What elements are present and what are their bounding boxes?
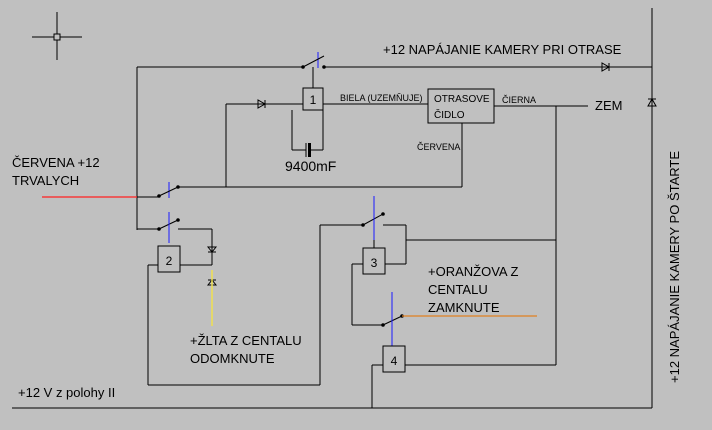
relay-3-switch (320, 196, 556, 264)
top-power-wire (136, 66, 652, 230)
relay-2-switch-top (157, 182, 462, 198)
yellow-unlock-wire (206, 246, 218, 326)
yellow-label-1: +ŽLTA Z CENTALU (190, 333, 302, 348)
relay-1: 1 (302, 87, 324, 111)
red-input-label-2: TRVALYCH (12, 173, 79, 188)
ground-label: ZEM (595, 98, 622, 113)
relay-4-switch (352, 292, 537, 346)
relay-1-switch (301, 52, 326, 88)
relay-1-label: 1 (310, 93, 317, 107)
right-power-wire (647, 8, 657, 408)
sensor-black-wire-label: ČIERNA (502, 95, 536, 105)
yellow-label-2: ODOMKNUTE (190, 351, 275, 366)
relay-3-label: 3 (371, 256, 378, 270)
sensor-black-wire (494, 105, 588, 365)
relay-2: 2 (147, 225, 321, 386)
shock-sensor-label-1: OTRASOVE (434, 94, 490, 105)
red-input-label-1: ČERVENA +12 (12, 155, 100, 170)
relay-2-switch-bottom (137, 212, 213, 246)
top-rail-diode (601, 62, 611, 72)
capacitor (291, 110, 324, 157)
relay-1-feed-wire (225, 99, 303, 187)
relay-4: 4 (371, 345, 556, 408)
shock-sensor: OTRASOVE ČIDLO (427, 88, 495, 124)
top-rail-label: +12 NAPÁJANIE KAMERY PRI OTRASE (383, 42, 622, 57)
right-rail-label: +12 NAPÁJANIE KAMERY PO ŠTARTE (667, 151, 682, 383)
sensor-red-wire-label: ČERVENA (417, 142, 460, 152)
relay-4-label: 4 (391, 354, 398, 368)
relay-2-label: 2 (166, 254, 173, 268)
orange-label-3: ZAMKNUTE (428, 300, 500, 315)
ignition-label: +12 V z polohy II (18, 385, 115, 400)
capacitor-label: 9400mF (285, 158, 336, 174)
shock-sensor-label-2: ČIDLO (434, 108, 465, 121)
orange-label-1: +ORANŽOVA Z (428, 264, 518, 279)
orange-label-2: CENTALU (428, 282, 488, 297)
sensor-white-wire-label: BIELA (UZEMŇUJE) (340, 93, 423, 103)
crosshair-icon (32, 12, 82, 60)
relay-3: 3 (351, 247, 406, 325)
